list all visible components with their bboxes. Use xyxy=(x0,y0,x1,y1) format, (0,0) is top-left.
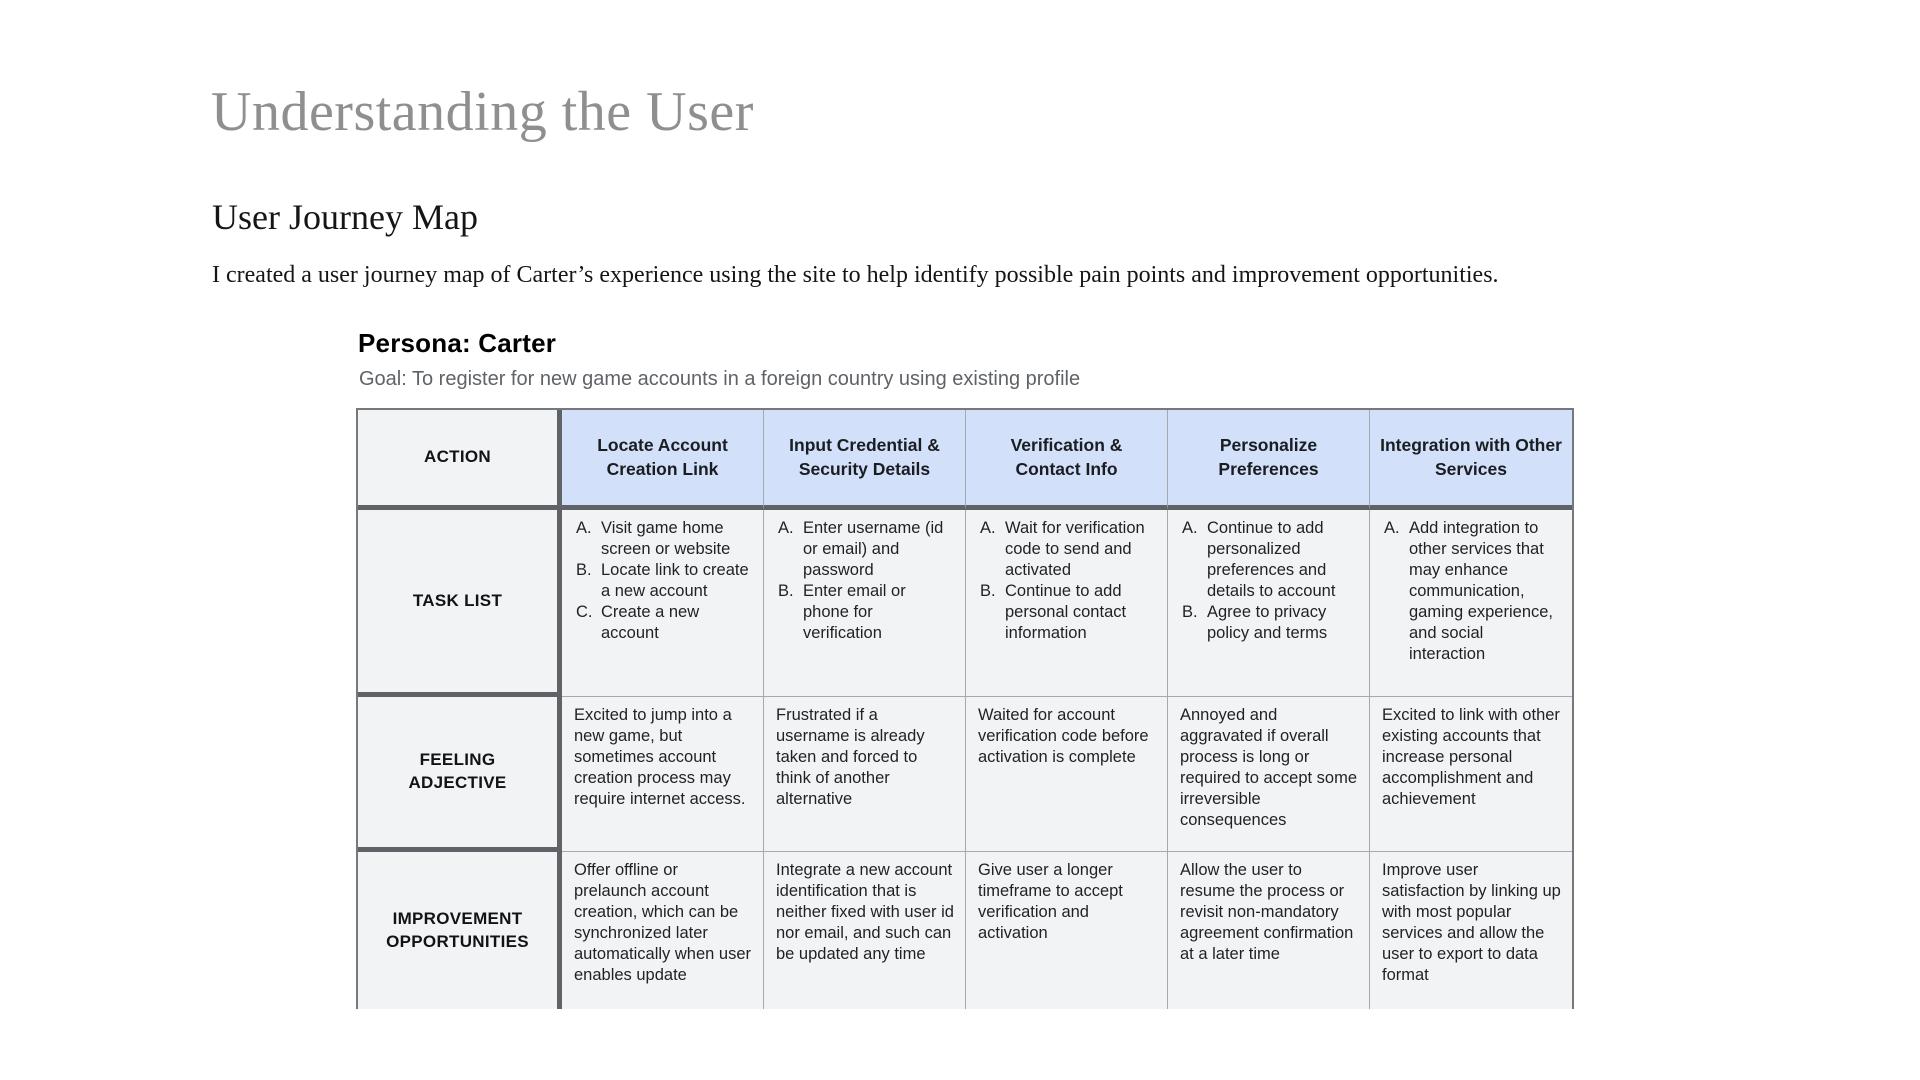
row-label-improvement-opportunities: IMPROVEMENT OPPORTUNITIES xyxy=(358,852,562,1009)
section-title: User Journey Map xyxy=(212,197,478,237)
column-header-2: Input Credential & Security Details xyxy=(764,410,966,510)
task-item: A. Wait for verification code to send and… xyxy=(980,518,1157,581)
cell-feeling-adjective-col1: Excited to jump into a new game, but som… xyxy=(562,697,764,852)
section-description: I created a user journey map of Carter’s… xyxy=(212,262,1499,288)
persona-goal: Goal: To register for new game accounts … xyxy=(359,368,1081,390)
cell-feeling-adjective-col2: Frustrated if a username is already take… xyxy=(764,697,966,852)
cell-task-list-col3: A. Wait for verification code to send and… xyxy=(966,510,1168,697)
cell-improvement-opportunities-col3: Give user a longer timeframe to accept v… xyxy=(966,852,1168,1009)
cell-feeling-adjective-col3: Waited for account verification code bef… xyxy=(966,697,1168,852)
task-item-marker: B. xyxy=(980,582,996,600)
task-item-text: Enter username (id or email) and passwor… xyxy=(803,519,944,579)
cell-improvement-opportunities-col5: Improve user satisfaction by linking up … xyxy=(1370,852,1572,1009)
column-header-3: Verification & Contact Info xyxy=(966,410,1168,510)
cell-improvement-opportunities-col1: Offer offline or prelaunch account creat… xyxy=(562,852,764,1009)
task-item-text: Wait for verification code to send and a… xyxy=(1005,519,1145,579)
page-title: Understanding the User xyxy=(211,81,754,143)
task-item: B. Enter email or phone for verification xyxy=(778,581,955,644)
row-label-task-list: TASK LIST xyxy=(358,510,562,697)
cell-task-list-col2: A. Enter username (id or email) and passw… xyxy=(764,510,966,697)
cell-task-list-col5: A. Add integration to other services that… xyxy=(1370,510,1572,697)
task-item: B. Continue to add personal contact infor… xyxy=(980,581,1157,644)
table-corner-action-label: ACTION xyxy=(358,410,562,510)
task-item-marker: A. xyxy=(1182,519,1198,537)
task-item-marker: C. xyxy=(576,603,593,621)
column-header-4: Personalize Preferences xyxy=(1168,410,1370,510)
task-item-marker: B. xyxy=(778,582,794,600)
task-item-text: Agree to privacy policy and terms xyxy=(1207,603,1328,642)
task-item-marker: A. xyxy=(980,519,996,537)
task-item: A. Visit game home screen or website xyxy=(576,518,753,560)
task-item-marker: A. xyxy=(1384,519,1400,537)
task-item-text: Continue to add personal contact informa… xyxy=(1005,582,1127,642)
persona-title: Persona: Carter xyxy=(358,328,557,358)
task-item-text: Continue to add personalized preferences… xyxy=(1207,519,1336,600)
task-item-marker: B. xyxy=(1182,603,1198,621)
task-item-text: Create a new account xyxy=(601,603,700,642)
cell-improvement-opportunities-col4: Allow the user to resume the process or … xyxy=(1168,852,1370,1009)
task-item-text: Visit game home screen or website xyxy=(601,519,731,558)
cell-improvement-opportunities-col2: Integrate a new account identification t… xyxy=(764,852,966,1009)
cell-feeling-adjective-col4: Annoyed and aggravated if overall proces… xyxy=(1168,697,1370,852)
task-item: A. Continue to add personalized preferenc… xyxy=(1182,518,1359,602)
task-item-text: Locate link to create a new account xyxy=(601,561,749,600)
cell-feeling-adjective-col5: Excited to link with other existing acco… xyxy=(1370,697,1572,852)
task-item: A. Enter username (id or email) and passw… xyxy=(778,518,955,581)
task-item-marker: A. xyxy=(576,519,592,537)
task-item: A. Add integration to other services that… xyxy=(1384,518,1562,665)
cell-task-list-col4: A. Continue to add personalized preferenc… xyxy=(1168,510,1370,697)
task-item-text: Add integration to other services that m… xyxy=(1409,519,1554,663)
column-header-1: Locate Account Creation Link xyxy=(562,410,764,510)
task-item-marker: B. xyxy=(576,561,592,579)
task-item: B. Agree to privacy policy and terms xyxy=(1182,602,1359,644)
row-label-feeling-adjective: FEELING ADJECTIVE xyxy=(358,697,562,852)
task-item: C. Create a new account xyxy=(576,602,753,644)
column-header-5: Integration with Other Services xyxy=(1370,410,1572,510)
task-item-marker: A. xyxy=(778,519,794,537)
task-item: B. Locate link to create a new account xyxy=(576,560,753,602)
task-item-text: Enter email or phone for verification xyxy=(803,582,906,642)
